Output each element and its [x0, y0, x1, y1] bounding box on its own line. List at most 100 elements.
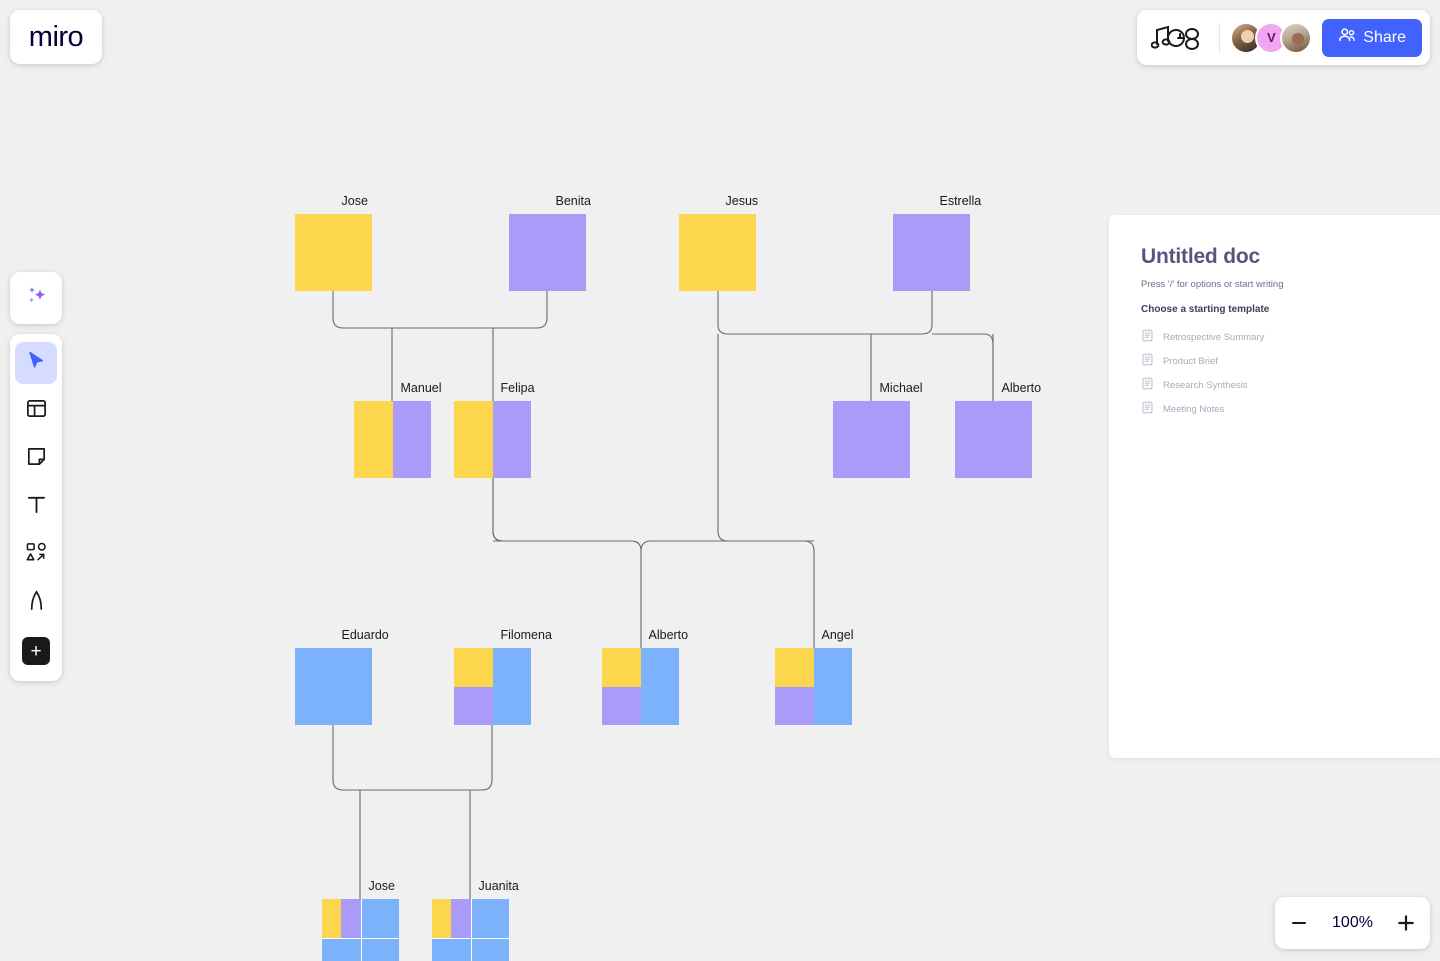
- node-fill-purple: [392, 401, 431, 478]
- templates-tool[interactable]: [15, 390, 57, 432]
- connector-felipa-descend: [492, 478, 504, 542]
- text-icon: [25, 493, 48, 521]
- node-fill-purple: [492, 401, 531, 478]
- share-button[interactable]: Share: [1322, 18, 1422, 57]
- genogram-node-juanita[interactable]: [432, 899, 509, 961]
- node-fill-blue: [361, 899, 399, 938]
- miro-logo-text: miro: [28, 20, 84, 53]
- doc-title[interactable]: Untitled doc: [1141, 245, 1260, 268]
- shapes-connector-tool[interactable]: [15, 534, 57, 576]
- node-fill-yellow: [679, 214, 756, 291]
- node-fill-blue: [492, 648, 531, 725]
- cursor-tool[interactable]: [15, 342, 57, 384]
- doc-template-label: Retrospective Summary: [1163, 331, 1265, 343]
- node-fill-blue: [322, 937, 361, 961]
- collaborator-avatars[interactable]: V: [1230, 21, 1313, 54]
- node-label-alberto2: Alberto: [1001, 381, 1042, 395]
- doc-template-label: Product Brief: [1163, 355, 1218, 367]
- zoom-in-button[interactable]: [1391, 908, 1421, 938]
- avatar-collaborator-1[interactable]: [1230, 21, 1263, 54]
- doc-hint: Press '/' for options or start writing: [1141, 279, 1284, 290]
- sticky-note-tool[interactable]: [15, 438, 57, 480]
- genogram-node-angel[interactable]: [775, 648, 852, 725]
- document-icon: [1141, 377, 1154, 393]
- node-fill-blue: [471, 899, 509, 938]
- connector-jesus-estrella: [717, 291, 933, 335]
- genogram-node-manuel[interactable]: [354, 401, 431, 478]
- genogram-node-jose1[interactable]: [295, 214, 372, 291]
- node-fill-yellow: [454, 648, 493, 687]
- node-fill-purple: [893, 214, 970, 291]
- zoom-control[interactable]: 100%: [1275, 897, 1430, 949]
- genogram-node-alberto3[interactable]: [602, 648, 679, 725]
- node-fill-blue: [432, 937, 471, 961]
- text-tool[interactable]: [15, 486, 57, 528]
- node-col-left: [454, 648, 493, 725]
- left-toolbar[interactable]: +: [10, 334, 62, 681]
- pen-tool[interactable]: [15, 582, 57, 624]
- shapes-connector-icon: [25, 541, 48, 569]
- miro-logo[interactable]: miro: [10, 10, 102, 64]
- doc-template-label: Meeting Notes: [1163, 403, 1225, 415]
- node-fill-yellow: [322, 899, 342, 938]
- genogram-node-jesus[interactable]: [679, 214, 756, 291]
- node-fill-purple: [602, 686, 641, 725]
- genogram-node-eduardo[interactable]: [295, 648, 372, 725]
- node-fill-yellow: [354, 401, 393, 478]
- node-fill-yellow: [602, 648, 641, 687]
- top-right-bar: V Share: [1137, 10, 1430, 65]
- node-label-estrella: Estrella: [939, 194, 982, 208]
- more-tools-button[interactable]: +: [15, 630, 57, 672]
- doc-template-item[interactable]: Retrospective Summary: [1141, 325, 1440, 349]
- node-fill-purple: [509, 214, 586, 291]
- topbar-divider: [1219, 22, 1221, 53]
- node-fill-purple: [454, 686, 493, 725]
- avatar-initial: V: [1266, 30, 1276, 45]
- zoom-out-button[interactable]: [1284, 908, 1314, 938]
- node-label-alberto3: Alberto: [648, 628, 689, 642]
- genogram-node-filomena[interactable]: [454, 648, 531, 725]
- node-label-jose1: Jose: [341, 194, 368, 208]
- avatar-collaborator-3[interactable]: [1280, 21, 1313, 54]
- doc-side-panel[interactable]: Untitled doc Press '/' for options or st…: [1109, 215, 1440, 758]
- doc-template-item[interactable]: Meeting Notes: [1141, 397, 1440, 421]
- genogram-node-felipa[interactable]: [454, 401, 531, 478]
- genogram-node-benita[interactable]: [509, 214, 586, 291]
- doc-template-item[interactable]: Research Synthesis: [1141, 373, 1440, 397]
- node-fill-blue: [295, 648, 372, 725]
- node-fill-yellow: [775, 648, 814, 687]
- doc-template-label: Research Synthesis: [1163, 379, 1248, 391]
- node-fill-purple: [955, 401, 1032, 478]
- people-icon: [1338, 26, 1356, 49]
- cursor-icon: [25, 350, 47, 377]
- doc-template-item[interactable]: Product Brief: [1141, 349, 1440, 373]
- node-fill-purple: [775, 686, 814, 725]
- document-icon: [1141, 353, 1154, 369]
- genogram-node-alberto2[interactable]: [955, 401, 1032, 478]
- node-label-juanita: Juanita: [478, 879, 519, 893]
- node-col-right: [470, 899, 509, 961]
- zoom-level-value: 100%: [1332, 914, 1373, 931]
- node-label-jose4: Jose: [368, 879, 395, 893]
- templates-icon: [25, 397, 48, 425]
- document-icon: [1141, 329, 1154, 345]
- connector-gen3-left: [492, 478, 631, 542]
- node-label-angel: Angel: [821, 628, 854, 642]
- doc-template-heading: Choose a starting template: [1141, 304, 1270, 315]
- ai-sparkles-icon: [23, 283, 49, 314]
- genogram-node-jose4[interactable]: [322, 899, 399, 961]
- document-icon: [1141, 401, 1154, 417]
- node-fill-blue: [813, 648, 852, 725]
- genogram-node-estrella[interactable]: [893, 214, 970, 291]
- ai-sparkles-tool[interactable]: [10, 272, 62, 324]
- node-col-left: [432, 899, 471, 961]
- node-col-right: [360, 899, 399, 961]
- music-doodle-icon: [1151, 23, 1209, 53]
- node-fill-yellow: [295, 214, 372, 291]
- node-label-manuel: Manuel: [400, 381, 442, 395]
- node-col-left: [602, 648, 641, 725]
- genogram-node-michael[interactable]: [833, 401, 910, 478]
